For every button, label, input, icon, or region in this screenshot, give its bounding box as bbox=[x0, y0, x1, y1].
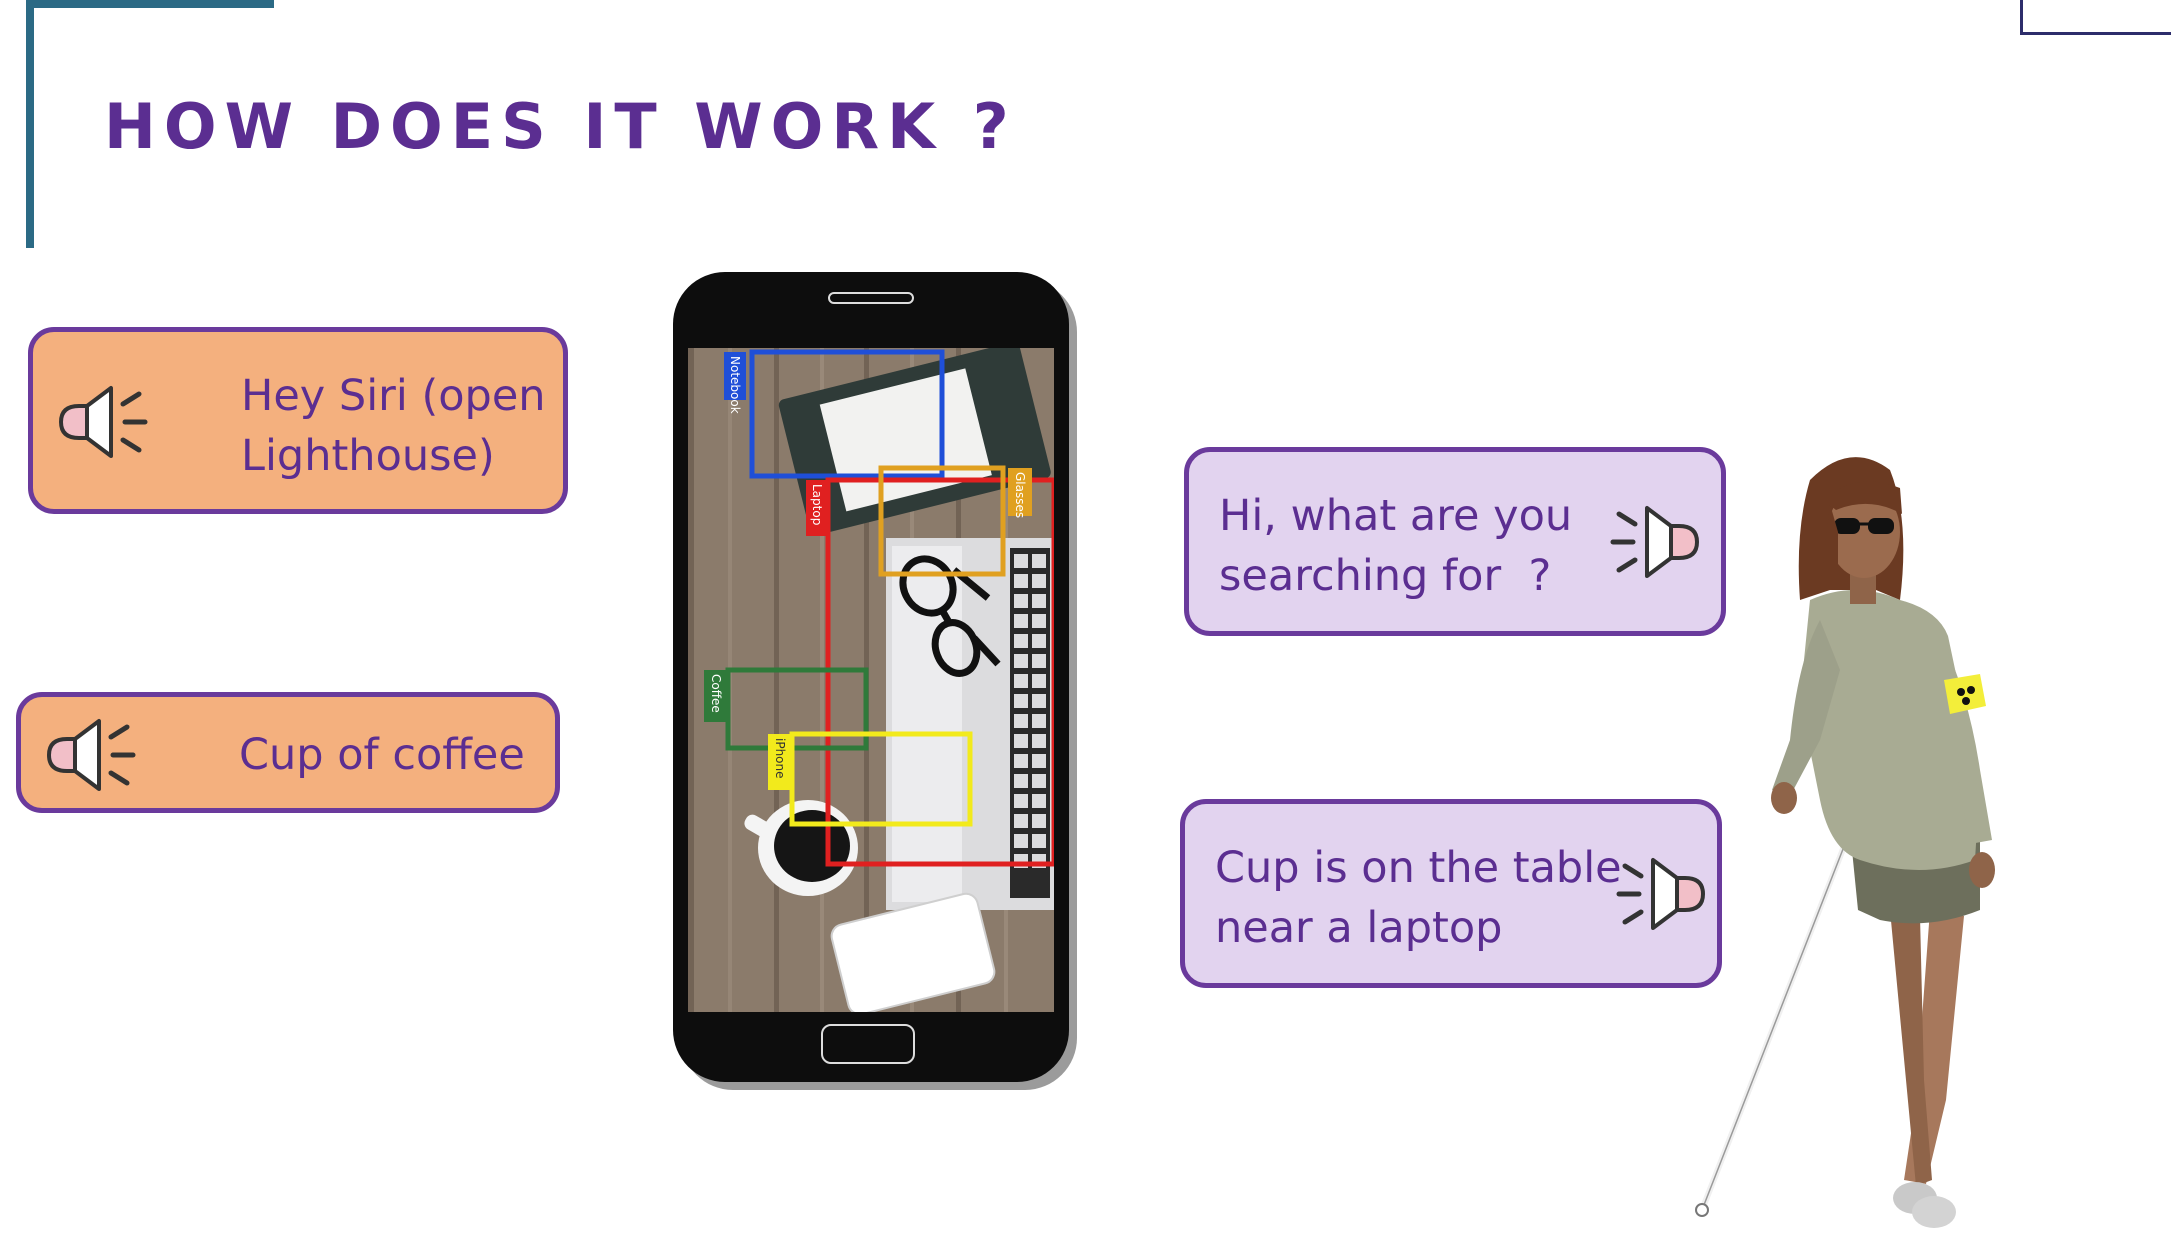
detection-box-glasses bbox=[878, 465, 1006, 577]
corner-accent-left bbox=[26, 0, 34, 248]
detection-box-notebook bbox=[749, 349, 945, 479]
app-speech-bubble-answer: Cup is on the table near a laptop bbox=[1180, 799, 1722, 988]
detection-label-glasses: Glasses bbox=[1013, 472, 1027, 518]
speaker-icon bbox=[46, 719, 136, 791]
speaker-icon bbox=[1610, 506, 1700, 578]
phone-home-button bbox=[821, 1024, 915, 1064]
detection-label-notebook: Notebook bbox=[728, 356, 742, 414]
detection-label-bg-laptop bbox=[806, 480, 828, 536]
app-speech-bubble-question: Hi, what are you searching for ? bbox=[1184, 447, 1726, 636]
detection-label-bg-iphone bbox=[768, 734, 792, 790]
speaker-icon bbox=[1616, 858, 1706, 930]
question-text: Hi, what are you searching for ? bbox=[1219, 491, 1573, 601]
user-speech-bubble-cup-of-coffee: Cup of coffee bbox=[16, 692, 560, 813]
detection-label-bg-glasses bbox=[1008, 468, 1032, 516]
slide-title: HOW DOES IT WORK ? bbox=[104, 90, 1017, 163]
hey-siri-text: Hey Siri (open Lighthouse) bbox=[241, 371, 546, 481]
phone-earpiece bbox=[828, 292, 914, 304]
walking-person-with-white-cane-illustration bbox=[1695, 457, 1995, 1228]
corner-accent-top bbox=[26, 0, 274, 8]
user-speech-bubble-hey-siri: Hey Siri (open Lighthouse) bbox=[28, 327, 568, 514]
speaker-icon bbox=[58, 386, 148, 458]
detection-label-iphone: iPhone bbox=[773, 738, 787, 779]
cup-of-coffee-text: Cup of coffee bbox=[239, 730, 525, 780]
detection-label-coffee: Coffee bbox=[709, 674, 723, 713]
answer-text: Cup is on the table near a laptop bbox=[1215, 843, 1622, 953]
detection-label-bg-notebook bbox=[724, 352, 746, 400]
corner-accent-top-right bbox=[2020, 0, 2171, 35]
detection-label-laptop: Laptop bbox=[810, 484, 824, 525]
detection-label-bg-coffee bbox=[704, 670, 728, 722]
